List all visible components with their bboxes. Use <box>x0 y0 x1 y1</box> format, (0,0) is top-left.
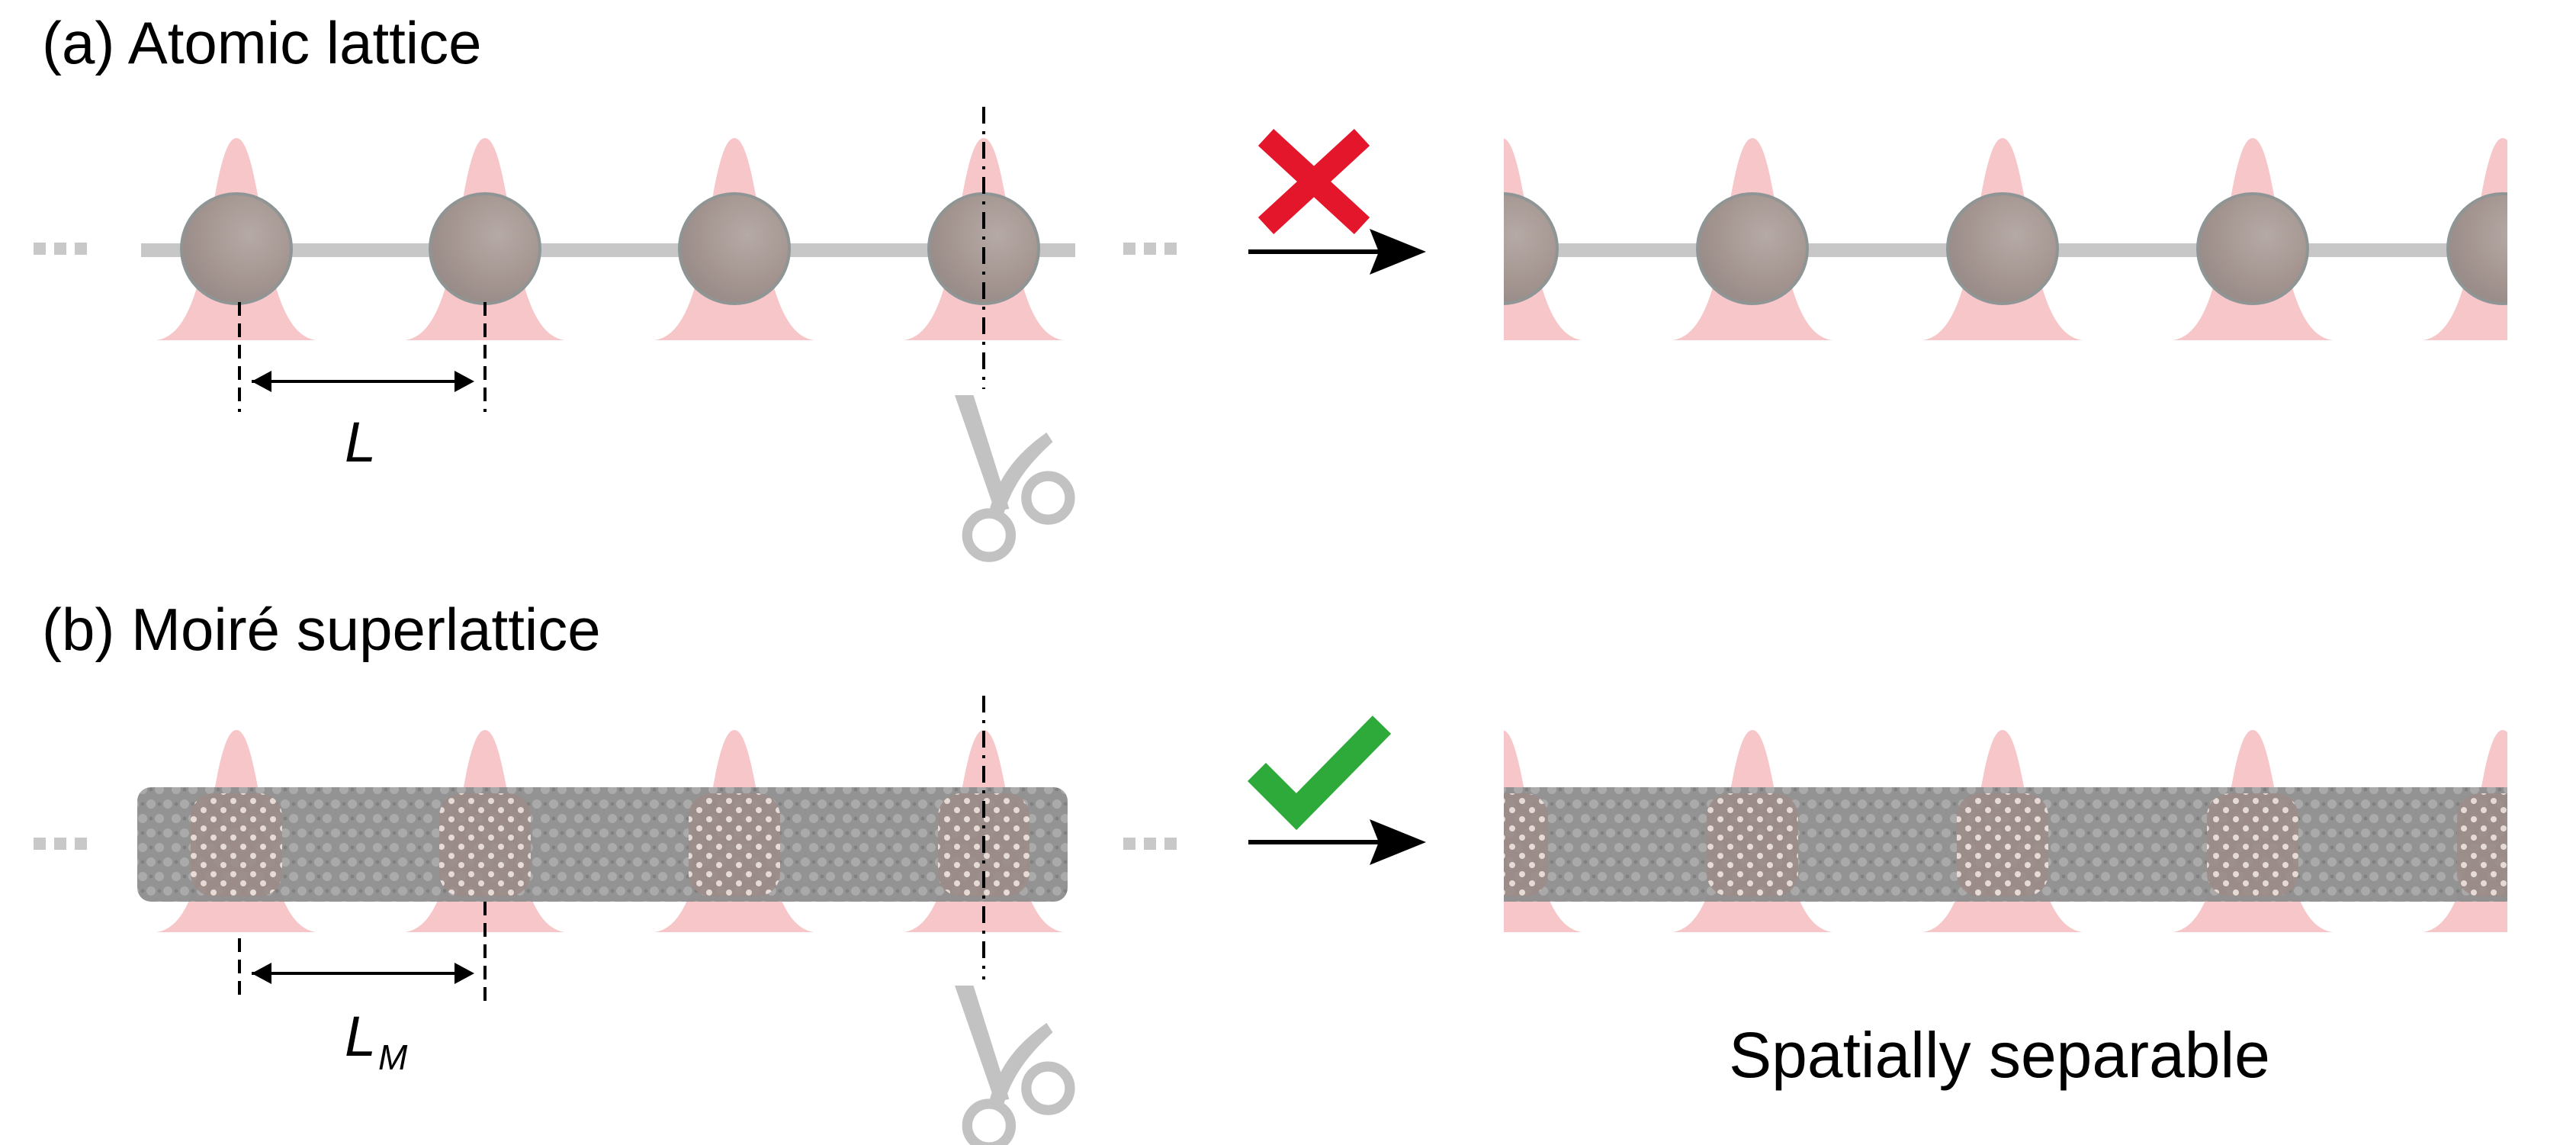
scissors-icon <box>955 986 1070 1145</box>
panel-b-title: (b) Moiré superlattice <box>42 596 601 663</box>
scissors-icon <box>955 395 1070 557</box>
ellipsis-icon <box>34 838 87 850</box>
spacing-marker-b <box>238 902 487 1002</box>
green-check-icon <box>1247 716 1392 831</box>
ellipsis-icon <box>34 243 87 255</box>
atomic-lattice-right <box>1504 138 2507 340</box>
arrow-right-icon <box>1248 229 1426 275</box>
arrow-right-icon <box>1248 819 1426 865</box>
moire-band-right <box>1504 730 2507 932</box>
ellipsis-icon <box>1123 838 1177 850</box>
caption-spatially-separable: Spatially separable <box>1729 1019 2270 1091</box>
spacing-marker-a <box>238 302 487 412</box>
panel-a-title: (a) Atomic lattice <box>42 9 482 76</box>
wavefunction-row-a-left <box>156 138 1064 340</box>
spacing-label-a: L <box>345 410 376 474</box>
ellipsis-icon <box>1123 243 1177 255</box>
spacing-label-b: L <box>345 1005 376 1068</box>
spacing-label-b-subscript: M <box>378 1037 408 1077</box>
red-cross-icon <box>1257 128 1370 235</box>
moire-band-left <box>137 787 1068 902</box>
